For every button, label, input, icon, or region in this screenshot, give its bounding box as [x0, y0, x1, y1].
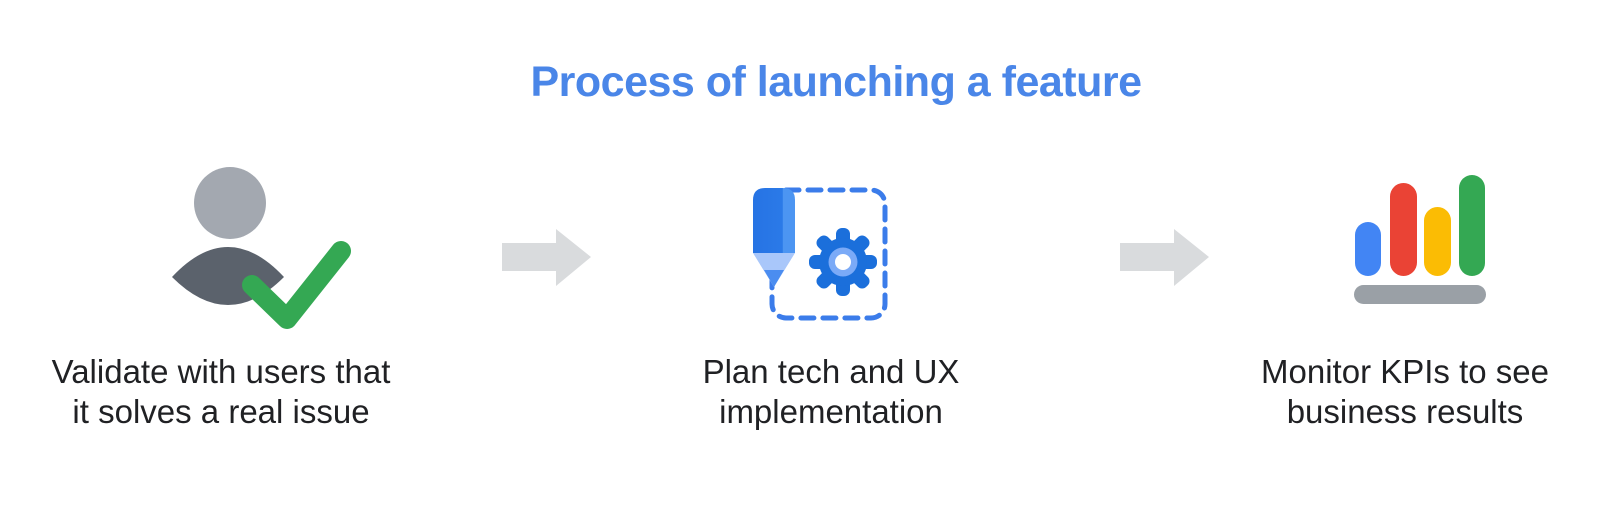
user-check-icon	[172, 167, 351, 329]
step-label-line: Plan tech and UX	[702, 353, 960, 390]
bar-yellow-shape	[1424, 207, 1451, 276]
step-label-line: Monitor KPIs to see	[1261, 353, 1549, 390]
step-label-line: it solves a real issue	[72, 393, 370, 430]
step-label-line: Validate with users that	[51, 353, 391, 390]
bar-green-shape	[1459, 175, 1485, 276]
step-label-line: implementation	[719, 393, 943, 430]
page-title: Process of launching a feature	[530, 58, 1142, 106]
bar-blue-shape	[1355, 222, 1381, 276]
bar-base-shape	[1354, 285, 1486, 304]
right-arrow-icon	[502, 229, 591, 286]
step-label-validate: Validate with users that it solves a rea…	[52, 352, 391, 432]
step-label-plan: Plan tech and UX implementation	[703, 352, 960, 432]
bar-red-shape	[1390, 183, 1417, 276]
pencil-body-shape	[753, 188, 795, 253]
arrow-shape	[1120, 229, 1209, 286]
person-head-shape	[194, 167, 266, 239]
pencil-point-shape	[764, 270, 784, 287]
bar-chart-icon	[1354, 175, 1486, 304]
check-mark-icon	[242, 241, 351, 329]
step-label-monitor: Monitor KPIs to see business results	[1261, 352, 1549, 432]
pencil-gear-icon	[753, 187, 888, 321]
arrow-shape	[502, 229, 591, 286]
step-label-line: business results	[1286, 393, 1524, 430]
gear-icon	[809, 228, 877, 296]
right-arrow-icon	[1120, 229, 1209, 286]
